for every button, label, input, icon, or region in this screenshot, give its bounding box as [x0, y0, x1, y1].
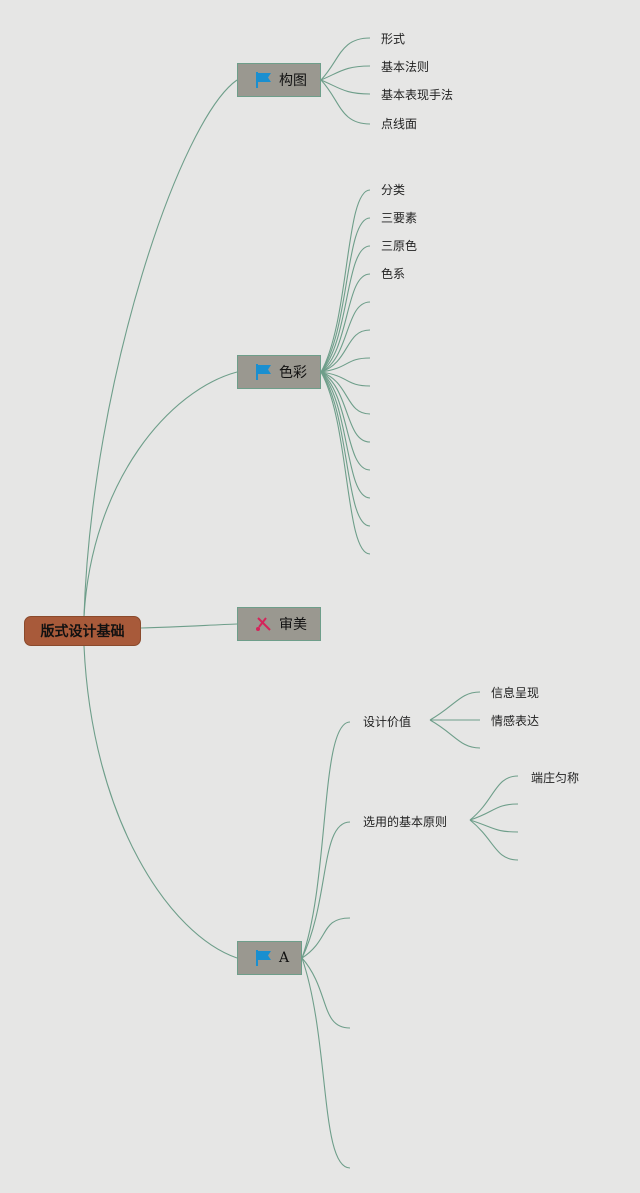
leaf-node[interactable]: 分类 [381, 183, 406, 197]
leaf-node[interactable]: 端庄匀称 [531, 771, 580, 785]
flag-icon [256, 72, 271, 88]
leaf-node[interactable]: 形式 [381, 32, 406, 46]
branch-label: 构图 [279, 73, 307, 89]
subnode-design-value[interactable]: 设计价值 [363, 715, 412, 729]
leaf-node[interactable]: 基本法则 [381, 60, 430, 74]
leaf-node[interactable]: 基本表现手法 [381, 88, 454, 102]
branch-aesthetics[interactable]: 审美 [237, 607, 321, 641]
link-root-color [83, 371, 238, 617]
flag-icon [256, 950, 271, 966]
link-root-aesthetics [140, 623, 238, 629]
link-root-a [83, 645, 238, 959]
root-node[interactable]: 版式设计基础 [24, 616, 141, 646]
leaf-node[interactable]: 色系 [381, 267, 406, 281]
leaf-node[interactable]: 点线面 [381, 117, 418, 131]
leaf-node[interactable]: 情感表达 [491, 714, 540, 728]
flag-icon [256, 364, 271, 380]
branch-label: 色彩 [279, 365, 307, 381]
leaf-node[interactable]: 信息呈现 [491, 686, 540, 700]
branch-color[interactable]: 色彩 [237, 355, 321, 389]
branch-composition[interactable]: 构图 [237, 63, 321, 97]
leaf-node[interactable]: 三原色 [381, 239, 418, 253]
branch-a[interactable]: A [237, 941, 302, 975]
tools-icon [256, 617, 271, 631]
link-root-composition [83, 79, 238, 617]
branch-label: 审美 [279, 617, 307, 633]
branch-label: A [279, 950, 290, 966]
root-label: 版式设计基础 [40, 624, 125, 640]
subnode-basic-principles[interactable]: 选用的基本原则 [363, 815, 448, 829]
leaf-node[interactable]: 三要素 [381, 211, 418, 225]
